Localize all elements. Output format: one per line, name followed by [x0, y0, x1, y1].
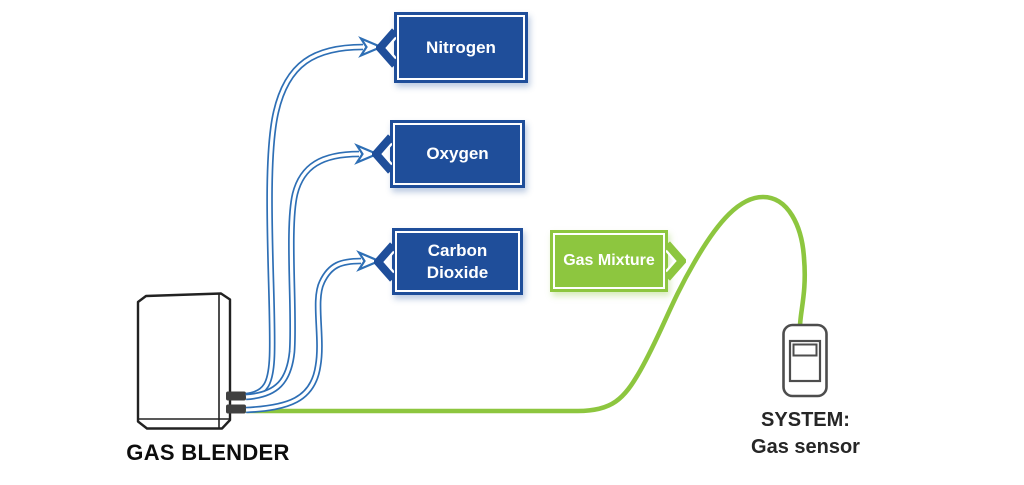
- gas-blender-caption: GAS BLENDER: [126, 440, 290, 465]
- oxygen-box-pointer-icon: [372, 134, 392, 174]
- nitrogen-tube: [245, 36, 384, 400]
- gas-sensor-body: [782, 323, 828, 398]
- gas-sensor-caption: SYSTEM: Gas sensor: [733, 407, 878, 461]
- gas-sensor-caption-line2: Gas sensor: [751, 436, 860, 458]
- gas-mixture-box: Gas Mixture: [550, 230, 686, 292]
- carbon-dioxide-box-pointer-icon: [374, 241, 394, 282]
- carbon-dioxide-tube: [245, 250, 382, 414]
- oxygen-tube: [245, 143, 380, 401]
- gas-mixture-line: [245, 194, 808, 414]
- nitrogen-tube-core: [245, 45, 364, 398]
- oxygen-arrowhead-icon: [354, 143, 380, 165]
- gas-blender-body: [136, 292, 232, 430]
- nitrogen-box: Nitrogen: [376, 12, 528, 83]
- gas-sensor-device: [782, 323, 828, 398]
- gas-blender-outlet-top: [226, 391, 246, 401]
- gas-sensor-panel: [788, 339, 822, 383]
- oxygen-tube-outline: [245, 150, 360, 401]
- nitrogen-tube-outline: [245, 43, 364, 400]
- gas-blender-device: [136, 292, 246, 430]
- nitrogen-box-pointer-icon: [376, 27, 396, 68]
- oxygen-box: Oxygen: [372, 120, 525, 188]
- carbon-dioxide-label: Carbon Dioxide: [426, 241, 489, 282]
- nitrogen-label: Nitrogen: [426, 37, 496, 57]
- gas-blender-outlet-bottom: [226, 404, 246, 414]
- gas-sensor-caption-line1: SYSTEM:: [761, 409, 850, 431]
- gas-mixture-label: Gas Mixture: [563, 252, 655, 269]
- gas-mixture-box-pointer-icon: [666, 241, 686, 281]
- carbon-dioxide-tube-core: [245, 259, 362, 412]
- carbon-dioxide-box: Carbon Dioxide: [374, 228, 523, 295]
- carbon-dioxide-arrowhead-icon: [356, 250, 382, 272]
- gas-sensor-display: [792, 343, 818, 357]
- oxygen-label: Oxygen: [426, 144, 489, 164]
- oxygen-tube-core: [245, 152, 360, 399]
- nitrogen-arrowhead-icon: [358, 36, 384, 58]
